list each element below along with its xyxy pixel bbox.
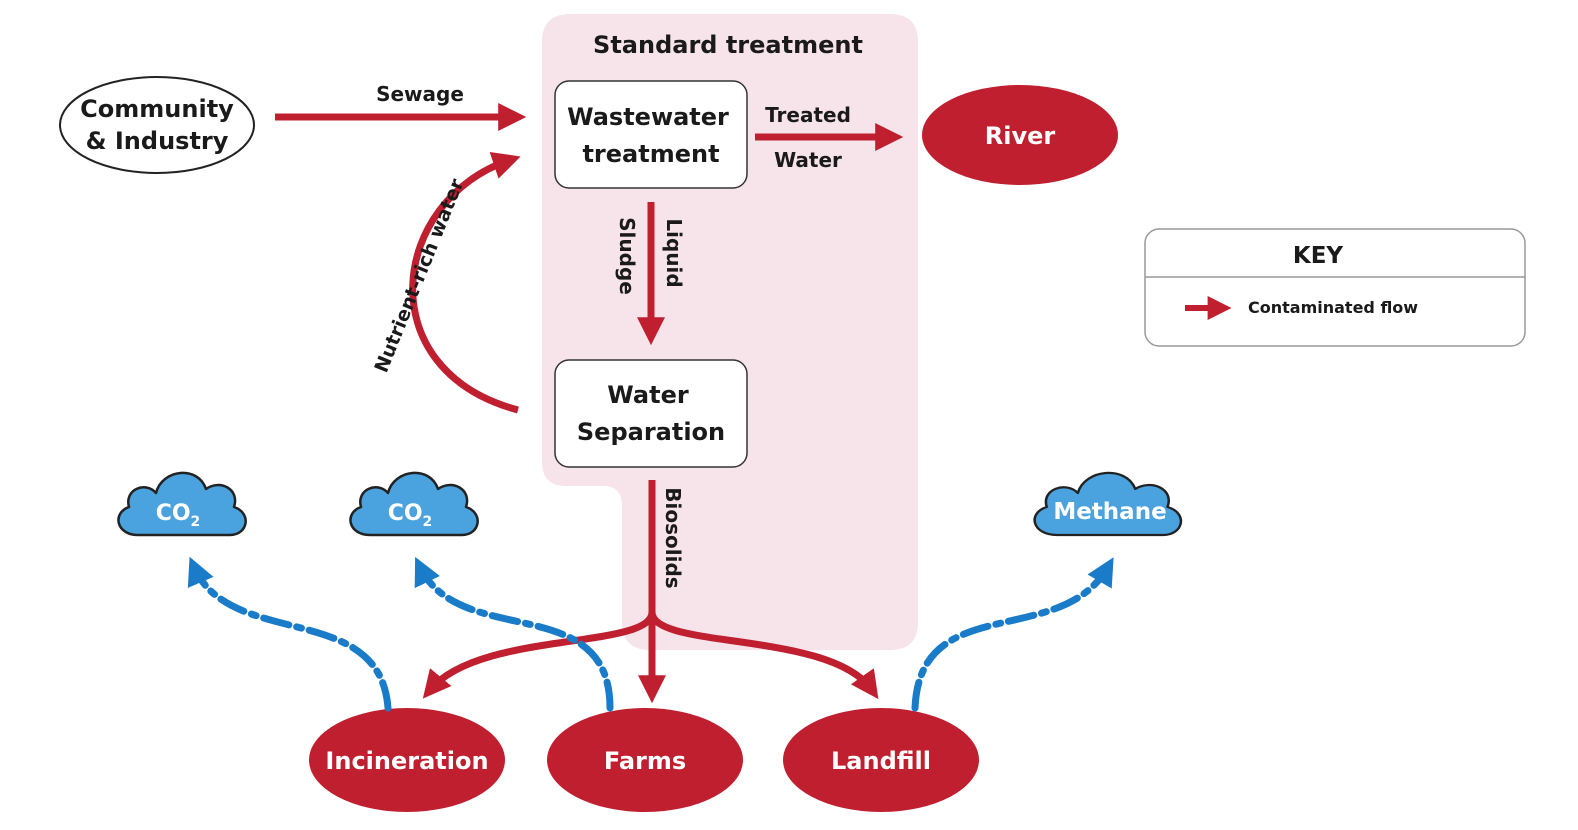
landfill-node: Landfill [783,708,979,812]
co2-label-1: CO [156,501,191,526]
region-title: Standard treatment [593,31,863,59]
river-label: River [985,122,1056,150]
methane-label: Methane [1053,499,1166,525]
wastewater-label-line1: Wastewater [567,103,729,131]
nutrient-label: Nutrient-rich water [371,175,469,376]
incineration-label: Incineration [325,747,488,775]
water-label: Water [774,148,842,172]
co2-cloud-incineration: CO2 [117,471,247,537]
co2-subscript-2: 2 [423,514,433,530]
sewage-label: Sewage [376,82,464,106]
incineration-branch-arrow [422,611,656,699]
source-label-line2: & Industry [86,127,229,155]
sludge-label: Sludge [615,217,639,295]
farms-node: Farms [547,708,743,812]
source-node: Community & Industry [59,76,255,174]
key-item-label: Contaminated flow [1248,298,1418,317]
separation-label-line1: Water [607,381,689,409]
landfill-branch-arrow [648,611,879,700]
farms-label: Farms [604,747,686,775]
wastewater-label-line2: treatment [582,140,719,168]
wastewater-treatment-node: Wastewater treatment [554,80,748,189]
co2-cloud-farms: CO2 [349,471,479,537]
farms-emission-arrow [414,556,614,712]
separation-label-line2: Separation [577,418,725,446]
incineration-emission-arrow [187,556,392,712]
svg-text:CO2: CO2 [156,501,201,530]
liquid-label: Liquid [662,218,686,287]
svg-text:CO2: CO2 [388,501,433,530]
treated-label: Treated [765,103,851,127]
nutrient-rich-water-arrow [409,152,521,414]
landfill-emission-arrow [911,557,1114,712]
incineration-node: Incineration [309,708,505,812]
river-node: River [922,85,1118,185]
source-label-line1: Community [80,95,234,123]
water-separation-node: Water Separation [554,359,748,468]
co2-label-2: CO [388,501,423,526]
co2-subscript-1: 2 [191,514,201,530]
landfill-label: Landfill [831,747,931,775]
key-legend: KEY Contaminated flow [1144,228,1526,347]
key-title: KEY [1293,243,1344,269]
biosolids-label: Biosolids [661,487,685,588]
